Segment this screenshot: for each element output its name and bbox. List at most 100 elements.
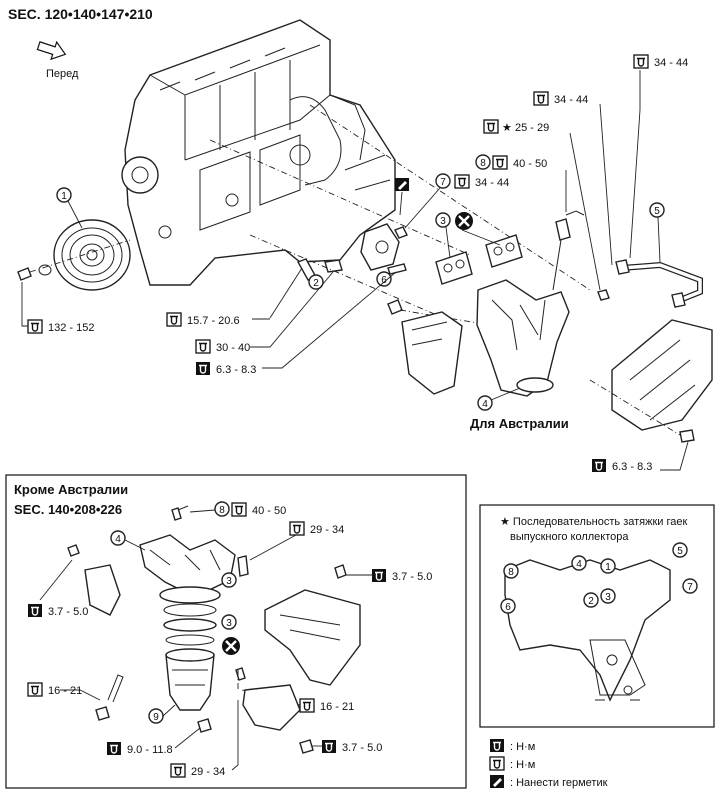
tightening-note-line1: ★ Последовательность затяжки гаек xyxy=(500,516,687,528)
callout-8: 8 xyxy=(480,158,486,169)
inset-callout-8: 8 xyxy=(219,505,225,516)
torque-t10: 6.3 - 8.3 xyxy=(612,461,652,473)
inset-callout-3a: 3 xyxy=(226,618,232,629)
tightening-note-line2: выпускного коллектора xyxy=(510,531,629,543)
inset-heat-shield xyxy=(264,564,361,686)
svg-text:3: 3 xyxy=(605,592,611,603)
torque-icon-t1 xyxy=(27,319,43,334)
tightening-manifold xyxy=(504,559,671,702)
inset-torque-i: 29 - 34 xyxy=(191,766,225,778)
torque-t5: 34 - 44 xyxy=(654,57,688,69)
inset-left-sec-code: SEC. 140•208•226 xyxy=(14,502,122,517)
inset-torque-icon-b xyxy=(289,521,305,536)
inset-torque-c: 3.7 - 5.0 xyxy=(48,606,88,618)
front-label: Перед xyxy=(46,68,79,80)
egr-tube xyxy=(615,259,703,308)
torque-icon-t6 xyxy=(533,91,549,106)
inset-manifold xyxy=(139,505,236,593)
seq-6: 6 xyxy=(500,598,516,614)
svg-text:6: 6 xyxy=(505,602,511,613)
crank-bolt xyxy=(17,239,131,281)
seq-4: 4 xyxy=(571,555,587,571)
legend-item1: : Н·м xyxy=(510,741,535,753)
svg-text:8: 8 xyxy=(508,567,514,578)
legend-sealant-icon xyxy=(490,775,504,788)
legend-item3: : Нанести герметик xyxy=(510,777,608,789)
svg-text:2: 2 xyxy=(588,596,594,607)
inset-box-right xyxy=(479,504,715,728)
crank-pulley xyxy=(53,219,131,291)
legend-item2: : Н·м xyxy=(510,759,535,771)
inset-torque-icon-c xyxy=(27,603,43,618)
callout-3: 3 xyxy=(440,216,446,227)
oxygen-sensor xyxy=(552,210,585,291)
inset-torque-icon-i xyxy=(170,763,186,778)
callout-5: 5 xyxy=(654,206,660,217)
callout-2: 2 xyxy=(313,278,319,289)
inset-callout-3b: 3 xyxy=(226,576,232,587)
inset-torque-icon-f xyxy=(299,698,315,713)
catalytic-converter xyxy=(159,586,221,711)
inset-torque-icon-d xyxy=(371,568,387,583)
gasket-right xyxy=(485,234,523,268)
torque-t4: 6.3 - 8.3 xyxy=(216,364,256,376)
inset-torque-b: 29 - 34 xyxy=(310,524,344,536)
torque-icon-t8 xyxy=(492,155,508,170)
torque-t2: 15.7 - 20.6 xyxy=(187,315,240,327)
inset-callout-9: 9 xyxy=(153,712,159,723)
inset-bracket-left xyxy=(67,544,121,616)
torque-t7: 25 - 29 xyxy=(515,122,549,134)
callout-1: 1 xyxy=(61,191,67,202)
inset-torque-icon-g xyxy=(106,741,122,756)
australia-label: Для Австралии xyxy=(470,416,569,431)
discard-x-icon xyxy=(453,210,475,232)
sec-code: SEC. 120•140•147•210 xyxy=(8,6,153,22)
torque-icon-t10 xyxy=(591,458,607,473)
svg-text:4: 4 xyxy=(576,559,582,570)
seq-3: 3 xyxy=(600,588,616,604)
inset-torque-a: 40 - 50 xyxy=(252,505,286,517)
inset-torque-e: 16 - 21 xyxy=(48,685,82,697)
legend-torque-white-icon xyxy=(489,756,505,771)
torque-t8: 40 - 50 xyxy=(513,158,547,170)
torque-icon-t2 xyxy=(166,312,182,327)
inset-left-title: Кроме Австралии xyxy=(14,482,128,497)
inset-discard-x-icon xyxy=(220,635,242,657)
inset-torque-h: 3.7 - 5.0 xyxy=(342,742,382,754)
inset-callout-4: 4 xyxy=(115,534,121,545)
inset-torque-icon-e xyxy=(27,682,43,697)
torque-t9: 34 - 44 xyxy=(475,177,509,189)
heat-shield-upper xyxy=(611,319,713,431)
seq-2: 2 xyxy=(583,592,599,608)
callout-7: 7 xyxy=(440,177,446,188)
torque-t6: 34 - 44 xyxy=(554,94,588,106)
water-outlet xyxy=(360,223,400,271)
inset-torque-d: 3.7 - 5.0 xyxy=(392,571,432,583)
front-arrow-icon xyxy=(36,40,67,61)
torque-t1: 132 - 152 xyxy=(48,322,94,334)
engine-block xyxy=(121,19,396,286)
seq-1: 1 xyxy=(600,558,616,574)
torque-icon-t3 xyxy=(195,339,211,354)
torque-icon-t4 xyxy=(195,361,211,376)
inset-lower-shield xyxy=(197,684,314,754)
torque-t3: 30 - 40 xyxy=(216,342,250,354)
callout-6: 6 xyxy=(381,275,387,286)
seq-7: 7 xyxy=(682,578,698,594)
sealant-icon xyxy=(395,178,409,191)
callout-4: 4 xyxy=(482,399,488,410)
seq-8: 8 xyxy=(503,563,519,579)
inset-torque-g: 9.0 - 11.8 xyxy=(127,744,173,756)
svg-text:7: 7 xyxy=(687,582,693,593)
torque-icon-t9 xyxy=(454,174,470,189)
gasket-left xyxy=(435,251,473,285)
inset-torque-icon-a xyxy=(231,502,247,517)
svg-text:1: 1 xyxy=(605,562,611,573)
svg-text:5: 5 xyxy=(677,546,683,557)
legend-torque-black-icon xyxy=(489,738,505,753)
torque-icon-t5 xyxy=(633,54,649,69)
star-icon: ★ xyxy=(502,122,512,134)
exhaust-manifold xyxy=(476,279,570,397)
inset-torque-icon-h xyxy=(321,739,337,754)
